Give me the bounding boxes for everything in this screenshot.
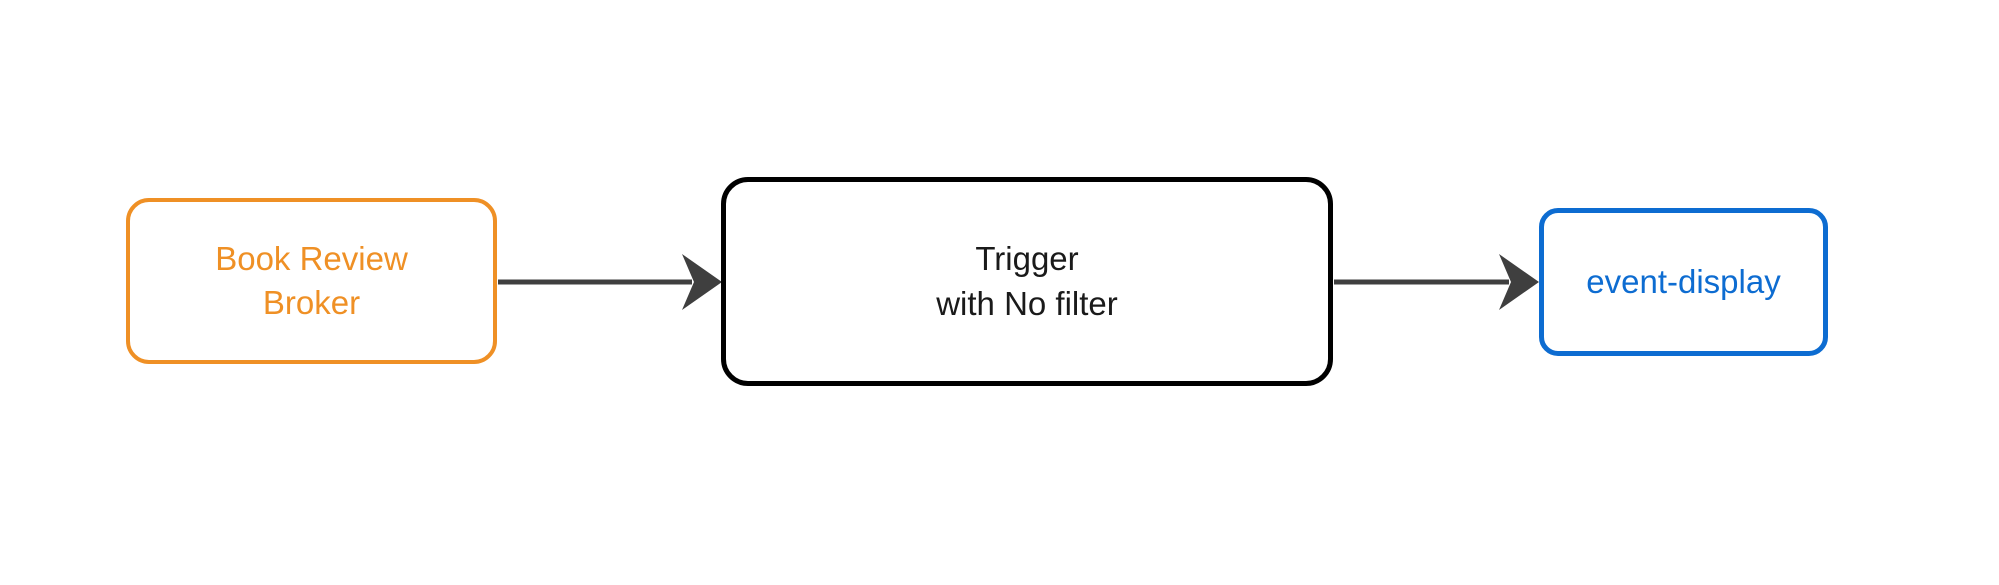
node-trigger-label-line2: with No filter [936,284,1118,322]
node-book-review-broker[interactable]: Book Review Broker [126,198,497,364]
arrowhead-icon-broker-trigger [682,254,722,310]
node-sink-label-line1: event-display [1586,262,1781,300]
node-trigger-with-no-filter[interactable]: Trigger with No filter [721,177,1333,386]
arrowhead-icon-trigger-sink [1499,254,1539,310]
node-broker-label-line2: Broker [262,284,361,321]
node-trigger-label-line1: Trigger [975,240,1079,278]
edge-broker-to-trigger[interactable] [498,254,722,310]
node-broker-label-line1: Book Review [215,239,408,277]
edge-trigger-to-sink[interactable] [1334,254,1539,310]
node-event-display[interactable]: event-display [1539,208,1828,356]
